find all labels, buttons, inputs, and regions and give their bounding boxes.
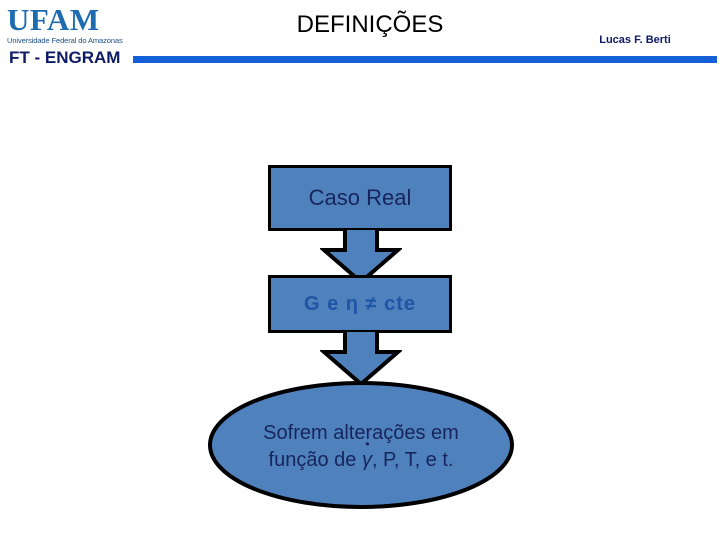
flow-node-caso-real: Caso Real — [268, 165, 452, 231]
slide-header: UFAM Universidade Federal do Amazonas FT… — [0, 0, 720, 72]
conclusion-line-2-suffix: , P, T, e t. — [371, 449, 454, 471]
flow-node-g-eta-cte: G e η ≠ cte — [268, 275, 452, 333]
flow-node-caso-real-label: Caso Real — [308, 185, 412, 210]
flow-node-conclusion — [208, 381, 514, 509]
conclusion-line-2: função de γ, P, T, e t. — [227, 447, 495, 474]
ufam-wordmark: UFAM — [7, 2, 100, 37]
page-title: DEFINIÇÕES — [296, 11, 444, 38]
flow-node-g-eta-cte-label: G e η ≠ cte — [303, 293, 416, 315]
flow-node-conclusion-label: Sofrem alterações em função de γ, P, T, … — [227, 420, 495, 474]
ufam-subtitle: Universidade Federal do Amazonas — [7, 36, 123, 45]
header-divider-bar — [133, 56, 717, 63]
author-label: Lucas F. Berti — [599, 34, 671, 46]
flow-arrow-down-2 — [320, 330, 402, 386]
department-label: FT - ENGRAM — [9, 48, 121, 67]
gamma-dot-symbol: γ — [362, 447, 372, 474]
conclusion-line-2-prefix: função de — [268, 449, 362, 471]
conclusion-line-1: Sofrem alterações em — [263, 422, 459, 444]
flow-arrow-down-1 — [320, 228, 402, 284]
ufam-logo: UFAM Universidade Federal do Amazonas — [7, 4, 147, 45]
